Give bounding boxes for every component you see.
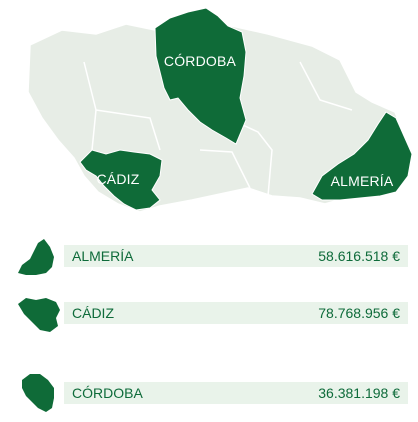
province-cordoba[interactable] xyxy=(154,7,247,145)
label-almeria: ALMERÍA xyxy=(331,173,394,189)
row-background xyxy=(64,245,408,267)
province-borders xyxy=(83,61,353,197)
province-amount: 78.768.956 € xyxy=(318,305,400,321)
andalucia-map: CÓRDOBA CÁDIZ ALMERÍA xyxy=(27,7,413,213)
province-name: ALMERÍA xyxy=(72,248,134,264)
province-cadiz[interactable] xyxy=(79,149,163,211)
almeria-shape-icon xyxy=(18,239,54,275)
cordoba-shape-icon xyxy=(22,374,54,412)
label-cadiz: CÁDIZ xyxy=(97,171,140,187)
province-name: CÓRDOBA xyxy=(72,385,143,401)
province-almeria[interactable] xyxy=(311,111,413,201)
province-amount: 36.381.198 € xyxy=(318,385,400,401)
label-cordoba: CÓRDOBA xyxy=(164,53,237,69)
cadiz-shape-icon xyxy=(18,298,60,332)
row-background xyxy=(64,382,408,404)
row-background xyxy=(64,302,408,324)
province-amount: 58.616.518 € xyxy=(318,248,400,264)
list-item: ALMERÍA 58.616.518 € xyxy=(16,235,408,277)
list-item: CÁDIZ 78.768.956 € xyxy=(16,292,408,334)
list-item: CÓRDOBA 36.381.198 € xyxy=(16,372,408,414)
province-name: CÁDIZ xyxy=(72,305,114,321)
